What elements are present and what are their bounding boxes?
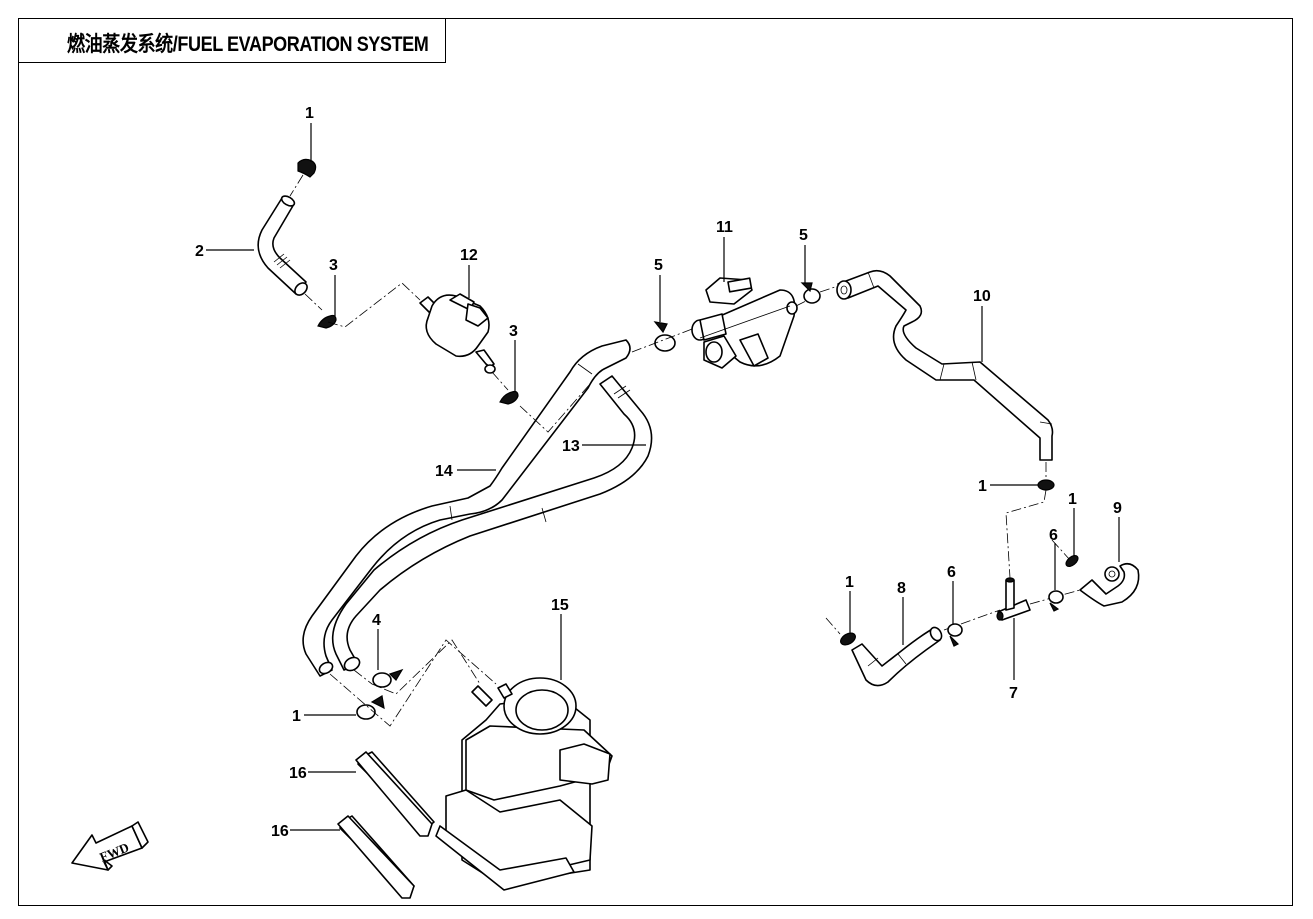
part-8-hose bbox=[851, 626, 943, 687]
callout-3: 3 bbox=[509, 323, 518, 340]
part-11-purge-valve bbox=[691, 277, 798, 369]
callout-7: 7 bbox=[1009, 685, 1018, 702]
part-15-carbon-canister bbox=[435, 677, 613, 891]
axis-line bbox=[289, 174, 304, 197]
callout-8: 8 bbox=[897, 580, 906, 597]
callout-3: 3 bbox=[329, 257, 338, 274]
part-4-clamp bbox=[372, 668, 404, 688]
axis-line bbox=[304, 293, 323, 311]
axis-line bbox=[491, 371, 509, 391]
title-box: 燃油蒸发系统/FUEL EVAPORATION SYSTEM bbox=[18, 18, 446, 63]
callout-13: 13 bbox=[562, 438, 580, 455]
part-1-clamp-top bbox=[297, 158, 317, 178]
callout-16: 16 bbox=[271, 823, 289, 840]
callout-14: 14 bbox=[435, 463, 453, 480]
axis-line bbox=[353, 639, 481, 695]
callout-1: 1 bbox=[1068, 491, 1077, 508]
callout-4: 4 bbox=[372, 612, 381, 629]
callout-5: 5 bbox=[799, 227, 808, 244]
callout-labels: 1 2 3 12 3 5 11 5 10 14 13 1 1 9 6 1 8 6… bbox=[195, 105, 1122, 840]
callout-leaders bbox=[206, 123, 1120, 831]
part-3-clamp-upper bbox=[317, 314, 337, 329]
axis-line bbox=[819, 285, 839, 293]
diagram-title: 燃油蒸发系统/FUEL EVAPORATION SYSTEM bbox=[67, 33, 429, 56]
callout-10: 10 bbox=[973, 288, 991, 305]
axis-line bbox=[1005, 489, 1047, 579]
part-6-clamp-left bbox=[947, 623, 963, 647]
part-1-clamp-right-mid bbox=[1037, 479, 1055, 491]
part-3-clamp-lower bbox=[499, 390, 519, 405]
part-1-clamp-right-small bbox=[1065, 554, 1079, 568]
callout-1: 1 bbox=[845, 574, 854, 591]
callout-6: 6 bbox=[947, 564, 956, 581]
callout-12: 12 bbox=[460, 247, 478, 264]
part-5-clamp-right bbox=[800, 282, 821, 304]
part-16-foam-pad-upper bbox=[355, 751, 435, 837]
part-6-clamp-right bbox=[1048, 590, 1064, 612]
callout-16: 16 bbox=[289, 765, 307, 782]
part-7-tee-connector bbox=[996, 577, 1031, 621]
part-1-clamp-bottom-right bbox=[840, 632, 856, 646]
callout-15: 15 bbox=[551, 597, 569, 614]
forward-direction-arrow: FWD bbox=[71, 821, 149, 871]
part-1-clamp-bottom-left bbox=[356, 695, 385, 720]
part-12-rollover-valve bbox=[419, 293, 496, 374]
axis-line bbox=[327, 282, 421, 328]
part-16-foam-pad-lower bbox=[337, 815, 415, 899]
callout-9: 9 bbox=[1113, 500, 1122, 517]
callout-1: 1 bbox=[305, 105, 314, 122]
callout-6: 6 bbox=[1049, 527, 1058, 544]
part-2-hose bbox=[257, 195, 308, 296]
callout-2: 2 bbox=[195, 243, 204, 260]
part-9-hose bbox=[1079, 562, 1140, 607]
axis-line bbox=[825, 617, 841, 635]
drawing-frame bbox=[18, 18, 1293, 906]
callout-11: 11 bbox=[716, 219, 733, 236]
axis-line bbox=[329, 639, 497, 727]
axis-line bbox=[631, 325, 701, 353]
part-14-hose bbox=[302, 339, 631, 677]
callout-1: 1 bbox=[978, 478, 987, 495]
part-10-hose bbox=[836, 269, 1054, 461]
axis-line bbox=[519, 383, 591, 433]
callout-5: 5 bbox=[654, 257, 663, 274]
axis-line bbox=[795, 299, 809, 307]
part-13-hose bbox=[331, 375, 653, 672]
callout-1: 1 bbox=[292, 708, 301, 725]
